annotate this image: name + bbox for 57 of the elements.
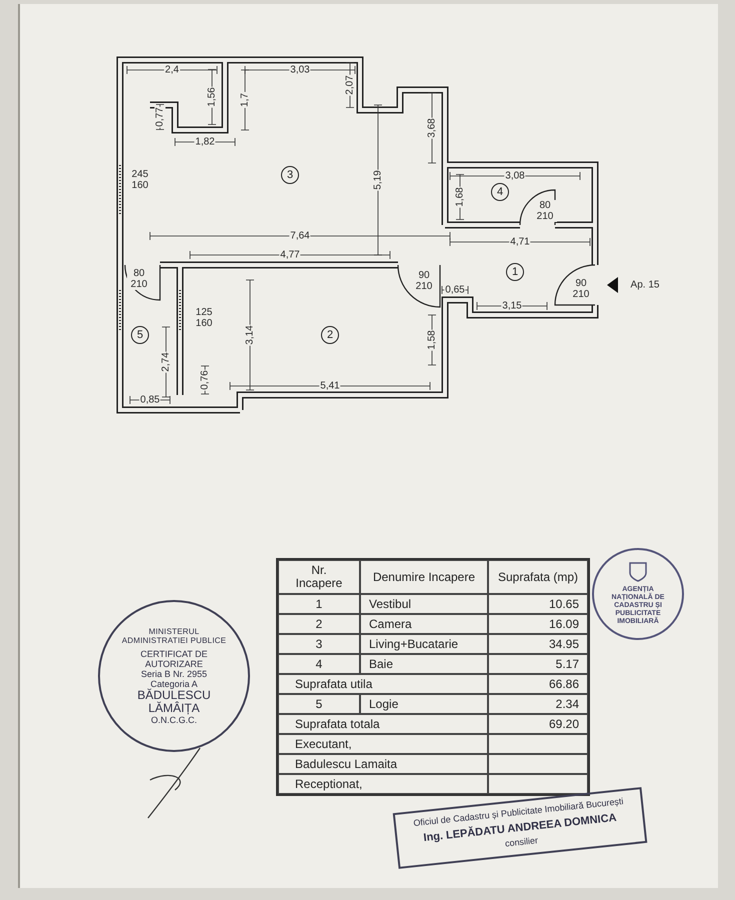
table-cell: 10.65	[488, 594, 588, 614]
dimension-label: 2,07	[344, 74, 356, 96]
table-cell: Suprafata totala	[278, 714, 488, 734]
dimension-label: 1,56	[206, 86, 218, 108]
dimension-label: 3,08	[504, 170, 526, 182]
table-cell: Logie	[360, 694, 488, 714]
dimension-label: 0,76	[200, 369, 210, 391]
dimension-label: 0,77	[154, 106, 166, 128]
dimension-label: 1,82	[194, 136, 216, 148]
table-cell: 16.09	[488, 614, 588, 634]
dimension-label: 4,71	[509, 236, 531, 248]
dimension-label: 3,68	[426, 117, 438, 139]
table-cell: 2	[278, 614, 360, 634]
stamp-text: Seria B Nr. 2955	[140, 669, 208, 679]
column-header: Suprafata (mp)	[488, 560, 588, 594]
dimension-label: 4,77	[279, 250, 301, 260]
dimension-label: 2,4	[164, 64, 180, 76]
stamp-text: MINISTERUL ADMINISTRATIEI PUBLICE	[120, 627, 228, 645]
table-cell: 4	[278, 654, 360, 674]
table-cell: Suprafata utila	[278, 674, 488, 694]
table-cell: Vestibul	[360, 594, 488, 614]
dimension-label: 0,85	[139, 394, 161, 406]
table-cell: 1	[278, 594, 360, 614]
table-cell: 3	[278, 634, 360, 654]
dimension-label: 0,65	[444, 284, 466, 296]
dimension-label: 3,15	[501, 300, 523, 312]
column-header: Denumire Incapere	[360, 560, 488, 594]
table-cell: 5	[278, 694, 360, 714]
dimension-label: 1,7	[240, 92, 250, 108]
dimension-label: 3,14	[244, 324, 256, 346]
dimension-label: 5,19	[372, 169, 384, 191]
table-cell: 34.95	[488, 634, 588, 654]
dimension-label: 5,41	[319, 380, 341, 392]
dimension-label: 2,74	[160, 351, 172, 373]
column-header: Nr. Incapere	[278, 560, 360, 594]
apartment-label: Ap. 15	[630, 280, 660, 290]
table-cell: 5.17	[488, 654, 588, 674]
table-cell: 66.86	[488, 674, 588, 694]
dimension-label: 7,64	[289, 230, 311, 242]
dimension-label: 3,03	[289, 64, 311, 76]
stamp-text: O.N.C.G.C.	[150, 715, 197, 725]
stamp-text: Categoria A	[150, 679, 198, 689]
table-cell: Baie	[360, 654, 488, 674]
stamp-text: CERTIFICAT DE AUTORIZARE	[139, 649, 208, 669]
round-stamp	[98, 600, 250, 752]
table-cell: 69.20	[488, 714, 588, 734]
table-cell: Camera	[360, 614, 488, 634]
stamp-text: BĂDULESCU LĂMÂIȚA	[136, 689, 212, 715]
table-cell: Receptionat,	[278, 774, 488, 794]
table-cell: Living+Bucatarie	[360, 634, 488, 654]
dimension-label: 1,68	[454, 186, 466, 208]
round-stamp	[592, 548, 684, 640]
table-cell: Executant,	[278, 734, 488, 754]
table-cell: 2.34	[488, 694, 588, 714]
stamp-text: consilier	[504, 834, 539, 851]
dimension-label: 1,58	[426, 329, 438, 351]
table-cell: Badulescu Lamaita	[278, 754, 488, 774]
